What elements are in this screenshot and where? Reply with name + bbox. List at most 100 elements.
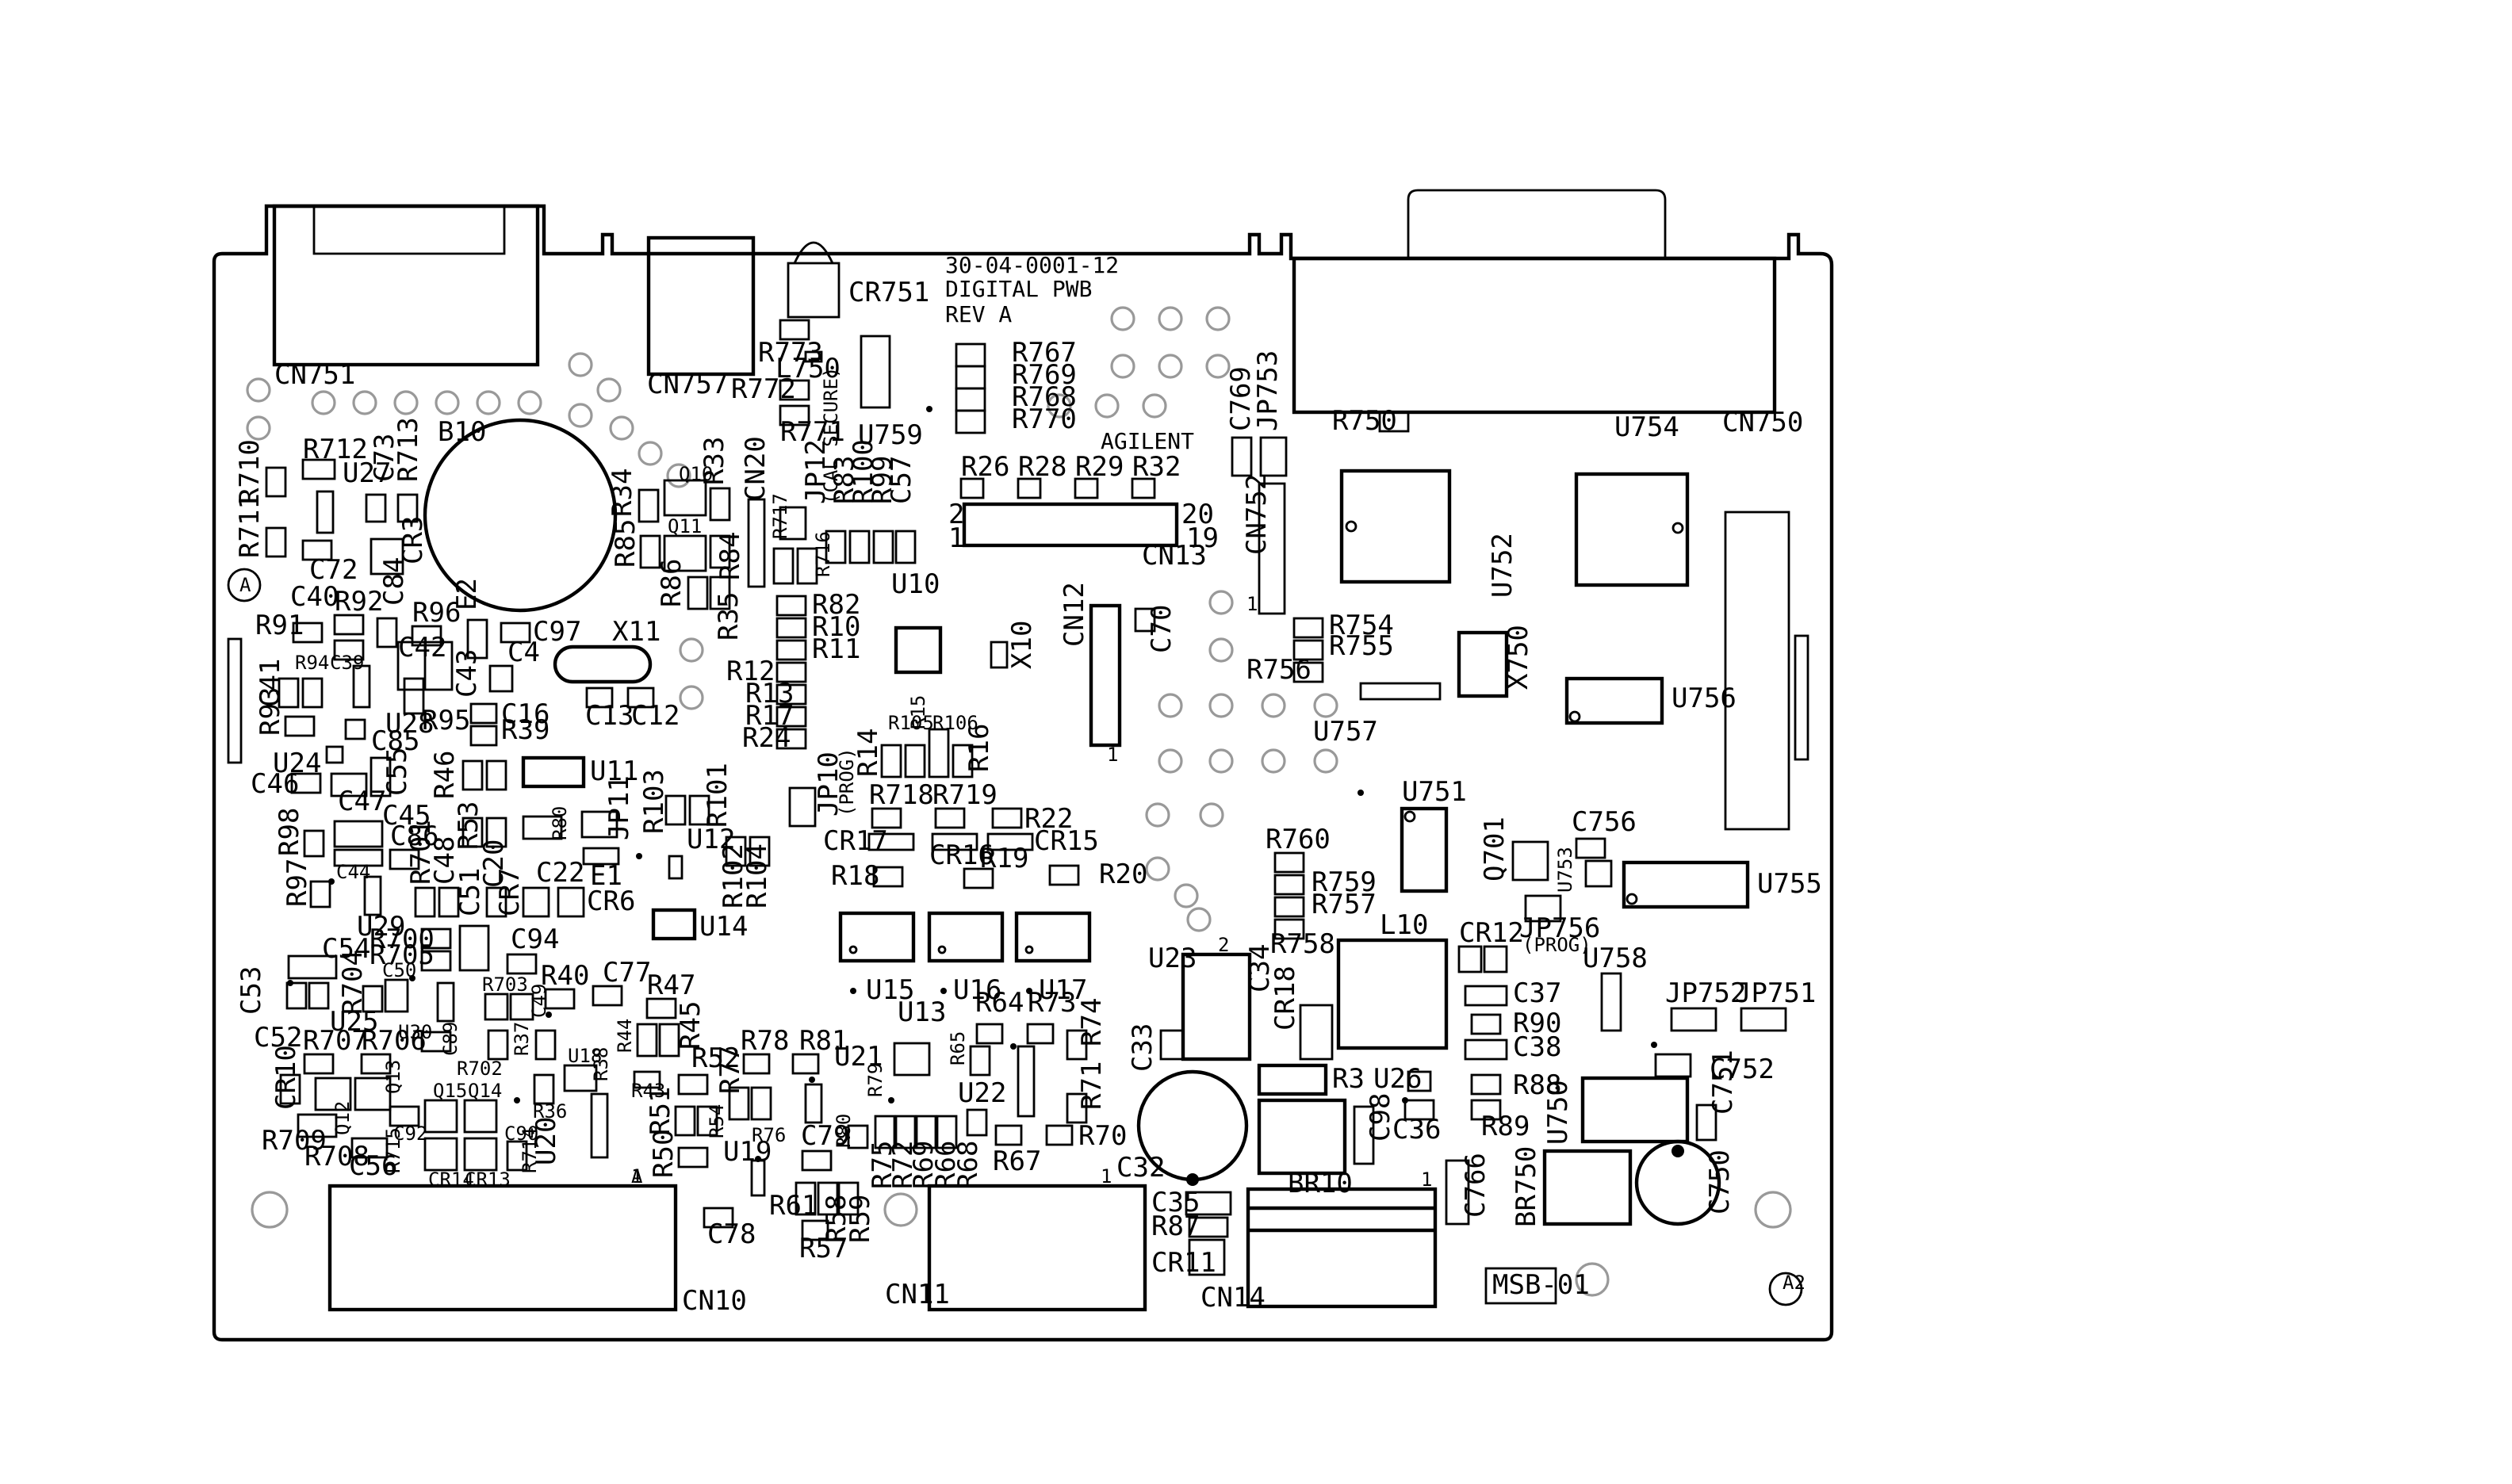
svg-text:R75: R75 — [867, 1141, 898, 1189]
svg-text:C769: C769 — [1225, 366, 1257, 431]
svg-text:R59: R59 — [844, 1195, 876, 1243]
svg-text:R85: R85 — [610, 519, 641, 568]
svg-text:U18: U18 — [568, 1045, 602, 1067]
svg-text:R70: R70 — [1078, 1120, 1127, 1152]
svg-text:R102: R102 — [718, 843, 749, 908]
svg-text:R34: R34 — [607, 469, 638, 517]
svg-text:CR6: CR6 — [587, 885, 635, 917]
svg-text:R96: R96 — [412, 597, 461, 629]
svg-text:C97: C97 — [533, 616, 581, 648]
svg-text:U758: U758 — [1583, 943, 1648, 974]
svg-text:E1: E1 — [590, 860, 622, 892]
svg-text:R718: R718 — [869, 779, 934, 811]
svg-text:R715: R715 — [382, 1127, 404, 1173]
q10-q11-area: R34 Q10 R33 Q11 R85 R84 R86 R35 — [607, 437, 746, 641]
cn14-pin1: 1 — [1421, 1168, 1432, 1191]
svg-text:R58: R58 — [821, 1195, 852, 1243]
svg-text:R51: R51 — [645, 1087, 676, 1135]
svg-text:R99: R99 — [867, 456, 898, 504]
svg-text:Q12: Q12 — [331, 1101, 354, 1135]
svg-text:R712: R712 — [303, 434, 368, 465]
svg-text:C766: C766 — [1460, 1153, 1492, 1218]
svg-text:R83: R83 — [829, 456, 860, 504]
svg-text:R755: R755 — [1329, 630, 1394, 662]
svg-text:JP12: JP12 — [800, 439, 832, 504]
svg-text:U13: U13 — [898, 996, 946, 1028]
svg-text:B10: B10 — [438, 416, 486, 448]
svg-text:C55: C55 — [381, 748, 413, 796]
relay-row: U15 U16 U17 — [838, 911, 1092, 1006]
svg-text:JP10: JP10 — [813, 752, 844, 817]
svg-text:R760: R760 — [1266, 824, 1331, 855]
svg-text:R46: R46 — [429, 751, 461, 799]
svg-text:E2: E2 — [451, 578, 483, 610]
svg-text:C22: C22 — [536, 857, 584, 889]
connector-cn750: CN750 — [1292, 189, 1803, 438]
resistor-column-r82-r24: R82 R10 R11 R12 R13 R17 R24 — [726, 589, 860, 754]
cn20-jp12-area: CN20 JP12 (CAL SECURE) R83 R100 R99 C57 … — [740, 367, 917, 588]
svg-text:CN14: CN14 — [1200, 1282, 1266, 1314]
svg-text:R97: R97 — [281, 859, 313, 907]
svg-text:U757: U757 — [1313, 716, 1378, 748]
right-lower-mid-components: C756 Q701 U753 U755 JP756 (PROG) L10 CR1… — [1336, 806, 1822, 1145]
svg-text:C51: C51 — [454, 868, 486, 916]
svg-text:CN752: CN752 — [1241, 474, 1273, 555]
svg-text:U27: U27 — [343, 457, 391, 489]
svg-text:U14: U14 — [699, 911, 748, 943]
svg-text:L10: L10 — [1380, 909, 1428, 941]
svg-text:C86: C86 — [390, 820, 438, 852]
svg-text:C77: C77 — [603, 957, 651, 989]
svg-text:R57: R57 — [799, 1233, 848, 1264]
svg-text:Q14: Q14 — [468, 1080, 502, 1102]
svg-text:CN11: CN11 — [885, 1279, 950, 1310]
svg-text:U755: U755 — [1757, 868, 1822, 900]
svg-text:C752: C752 — [1710, 1054, 1775, 1085]
left-lower-mid-components: C45 C86 R98 C44 R701 C48 R53 C20 R80 JP1… — [274, 763, 773, 943]
svg-text:C33: C33 — [1127, 1023, 1158, 1072]
svg-text:R100: R100 — [848, 439, 879, 504]
svg-text:CR12: CR12 — [1459, 917, 1524, 949]
svg-text:C36: C36 — [1392, 1114, 1441, 1146]
svg-text:C78: C78 — [707, 1218, 756, 1250]
svg-text:U752: U752 — [1487, 533, 1518, 598]
svg-text:CN10: CN10 — [682, 1285, 747, 1317]
svg-text:R716: R716 — [812, 531, 834, 577]
board-outline — [212, 204, 1834, 1342]
svg-text:R98: R98 — [274, 808, 305, 856]
svg-text:C98: C98 — [1365, 1093, 1396, 1142]
svg-text:R707: R707 — [303, 1025, 368, 1057]
svg-text:C47: C47 — [338, 786, 386, 817]
svg-text:BR10: BR10 — [1288, 1168, 1353, 1199]
svg-text:C89: C89 — [439, 1022, 461, 1056]
svg-text:CR11: CR11 — [1151, 1247, 1216, 1279]
svg-text:X10: X10 — [1006, 621, 1038, 669]
svg-text:R37: R37 — [511, 1022, 533, 1056]
svg-text:CR10: CR10 — [270, 1045, 302, 1110]
resistor-block-r767-r770: R773 L750 R772 R771 U759 R767 R769 R768 … — [731, 319, 1077, 451]
svg-text:C57: C57 — [886, 456, 917, 504]
cn12-pin1: 1 — [1107, 744, 1118, 766]
u751-area: U751 R760 R759 R757 R758 — [1266, 776, 1467, 960]
svg-text:R710: R710 — [234, 439, 266, 504]
svg-text:R71: R71 — [1076, 1061, 1108, 1110]
svg-text:R29: R29 — [1075, 451, 1124, 483]
cn752-pin1: 1 — [1246, 593, 1258, 615]
svg-text:R103: R103 — [638, 769, 670, 834]
svg-text:R703: R703 — [482, 973, 528, 996]
fiducial-a: A — [227, 568, 262, 602]
svg-text:R66: R66 — [930, 1141, 962, 1189]
power-supply-area: U23 C34 C33 CR18 C32 R3 U26 C98 C36 BR10… — [1116, 943, 1736, 1279]
svg-text:U26: U26 — [1373, 1063, 1422, 1095]
svg-text:C72: C72 — [309, 554, 358, 586]
svg-text:R68: R68 — [952, 1141, 984, 1189]
board-revision: REV A — [945, 301, 1012, 327]
center-lower-components: U13 R64 R73 R74 R78 R81 U21 R65 R77 R54 … — [645, 987, 1127, 1264]
svg-text:C45: C45 — [382, 800, 431, 832]
svg-text:JP751: JP751 — [1735, 977, 1816, 1009]
svg-text:C40: C40 — [290, 581, 339, 613]
svg-text:U11: U11 — [590, 755, 638, 787]
svg-text:C94: C94 — [511, 924, 559, 955]
svg-text:R88: R88 — [1513, 1069, 1561, 1101]
connector-cn14: CN14 — [1200, 1187, 1438, 1314]
